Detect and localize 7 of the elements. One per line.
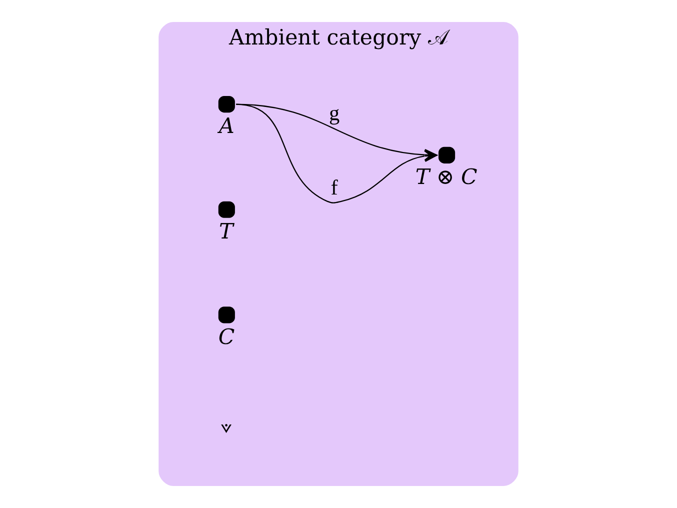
node-label: C (218, 324, 235, 350)
label: ⟇ (220, 416, 233, 438)
edge-label: f (330, 176, 338, 200)
edge-label: g (329, 101, 340, 126)
node-label: A (218, 114, 234, 140)
node-label: T (218, 219, 234, 244)
node-label: T ⊗ C (415, 165, 478, 190)
